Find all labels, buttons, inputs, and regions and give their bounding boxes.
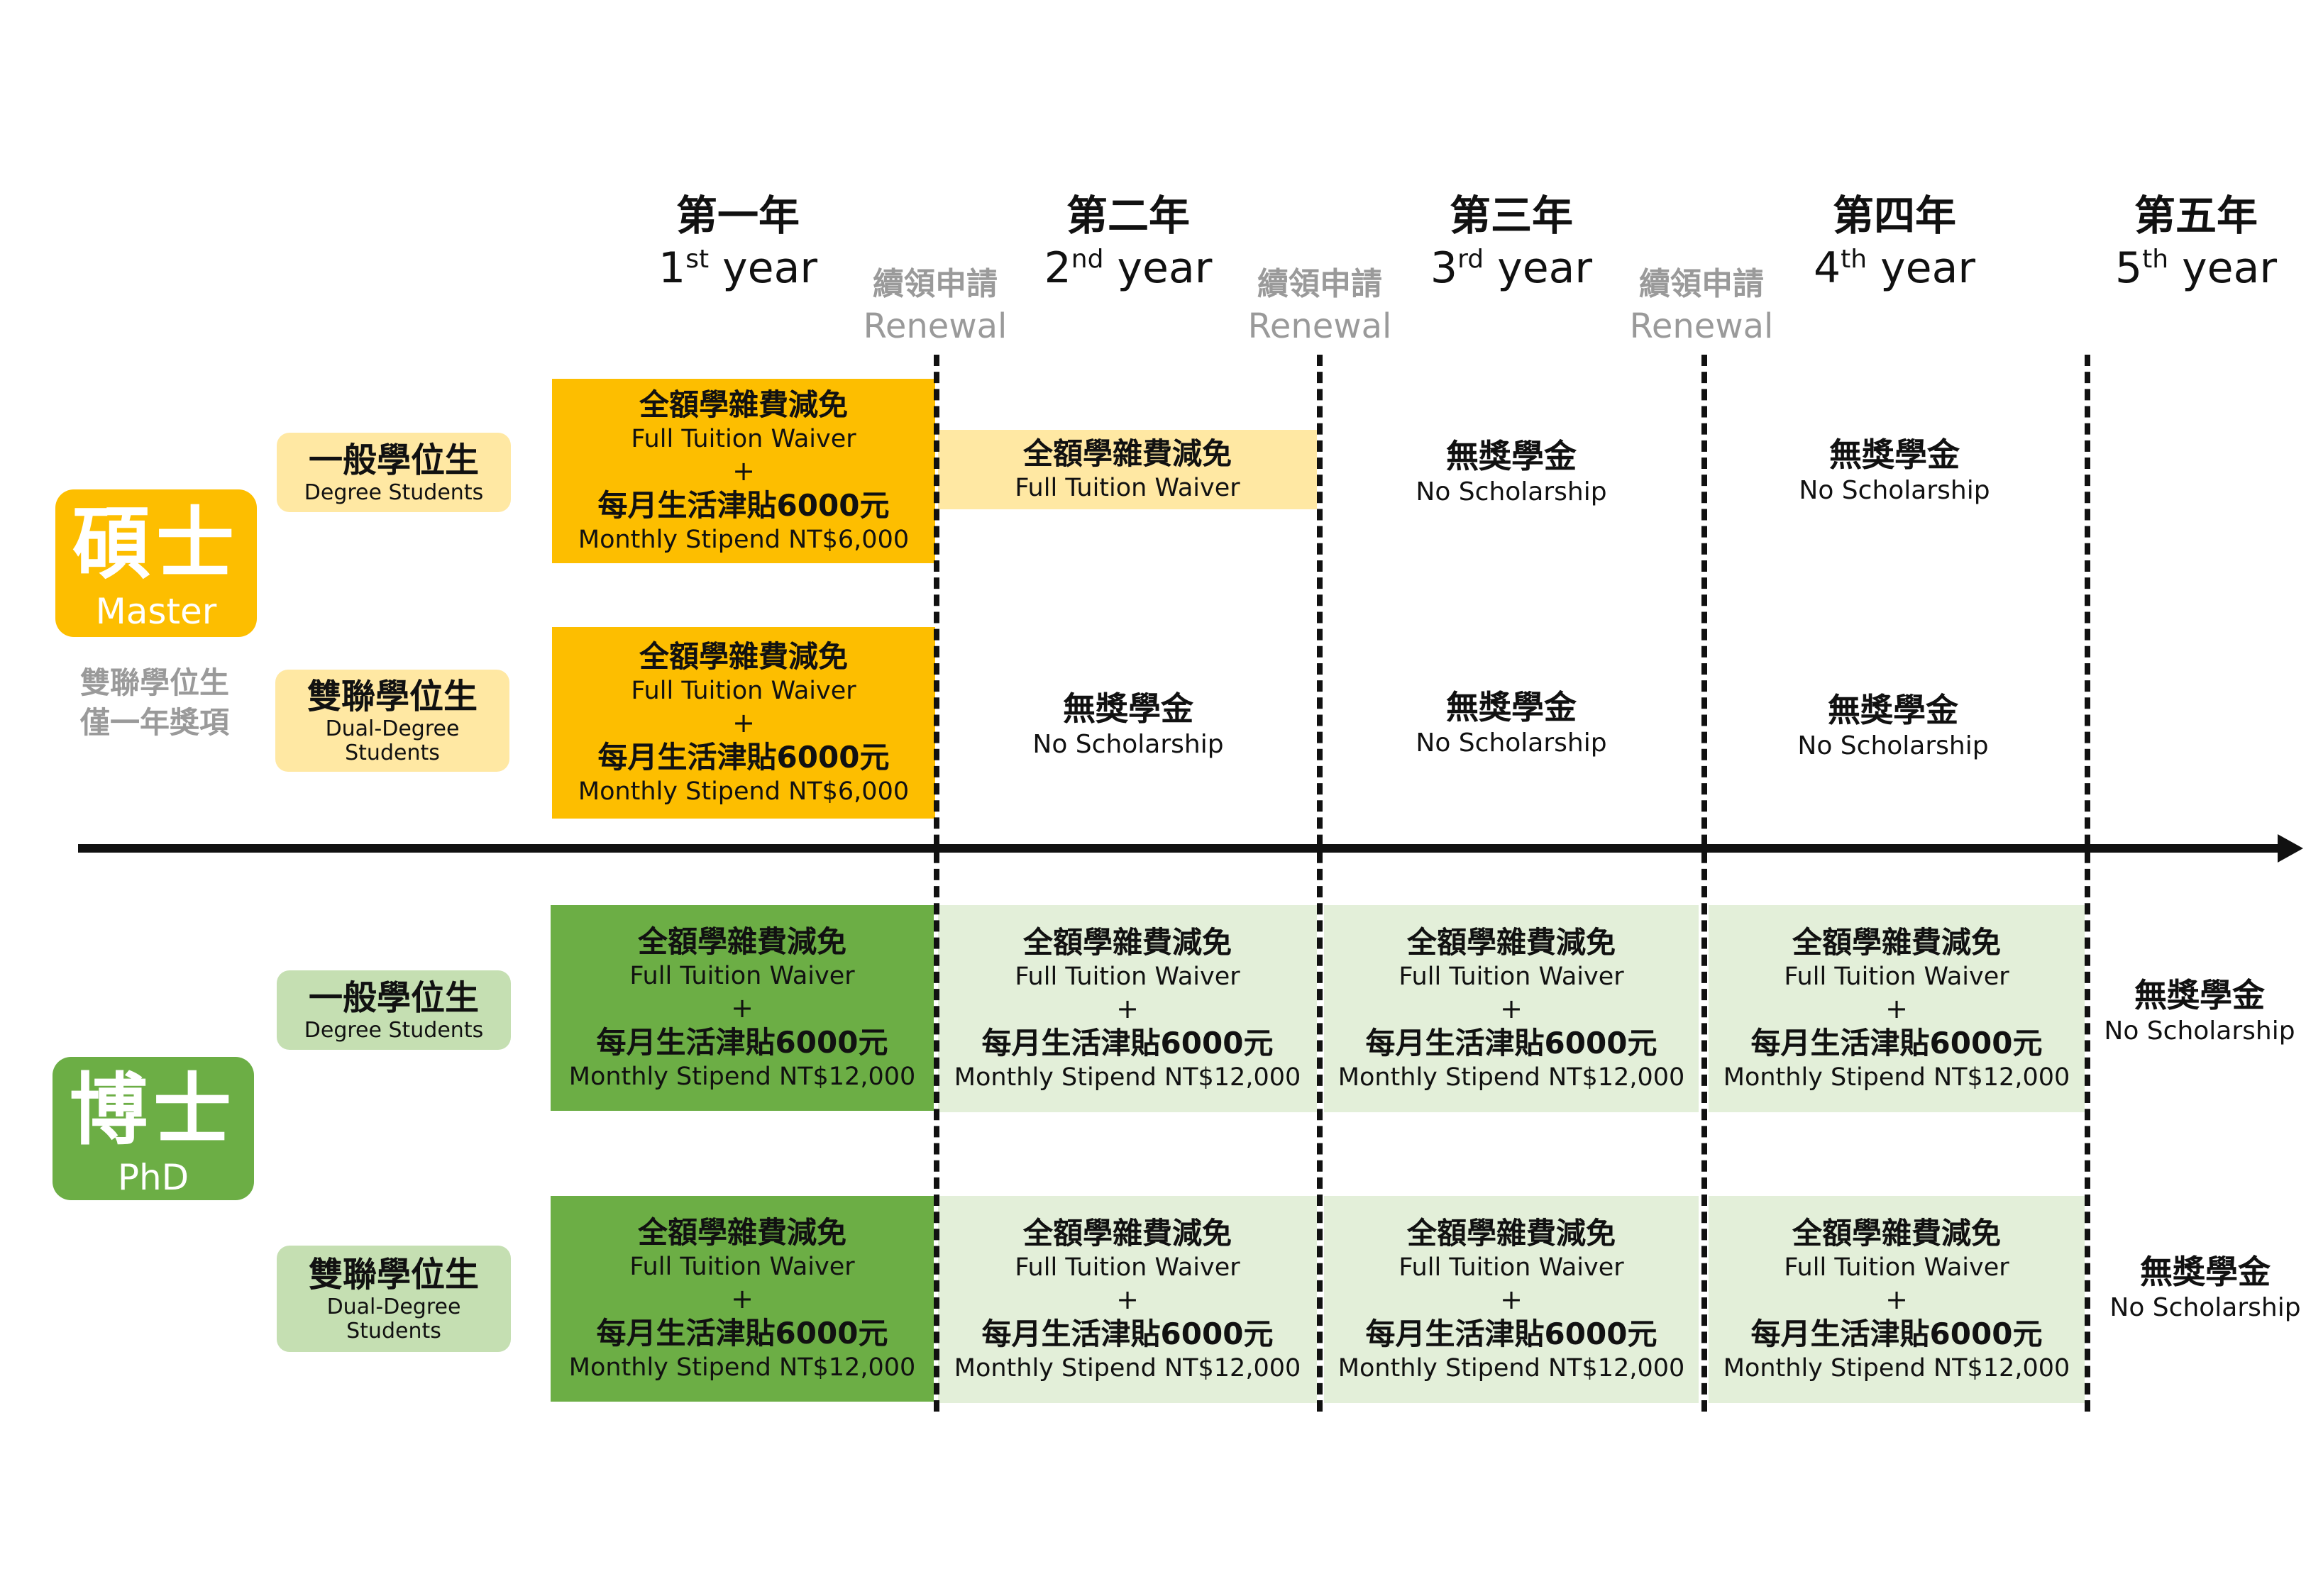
year-2-en: 2nd year	[1044, 243, 1213, 293]
master-dual-year2-none: 無獎學金 No Scholarship	[1032, 689, 1224, 759]
renewal-label-1: 續領申請 Renewal	[863, 266, 1008, 346]
year-boundary-2-3	[1317, 355, 1323, 1412]
timeline-axis	[78, 844, 2292, 853]
master-degree-year1-award: 全額學雜費減免 Full Tuition Waiver + 每月生活津貼6000…	[552, 379, 935, 563]
phd-dual-degree-label: 雙聯學位生 Dual-Degree Students	[277, 1246, 511, 1352]
year-1-en: 1st year	[658, 243, 817, 293]
phd-en: PhD	[117, 1157, 189, 1198]
phd-dual-year1-award: 全額學雜費減免 Full Tuition Waiver + 每月生活津貼6000…	[551, 1196, 934, 1402]
renewal-label-3: 續領申請 Renewal	[1629, 266, 1774, 346]
year-4-zh: 第四年	[1832, 192, 1956, 240]
master-dual-year1-award: 全額學雜費減免 Full Tuition Waiver + 每月生活津貼6000…	[552, 627, 935, 819]
year-4-header: 第四年 4th year	[1745, 190, 2043, 295]
renewal-label-2: 續領申請 Renewal	[1247, 266, 1392, 346]
year-boundary-4-5	[2085, 355, 2090, 1412]
phd-degree-year3-award: 全額學雜費減免 Full Tuition Waiver + 每月生活津貼6000…	[1324, 905, 1699, 1112]
year-3-en: 3rd year	[1430, 243, 1593, 293]
phd-degree-year1-award: 全額學雜費減免 Full Tuition Waiver + 每月生活津貼6000…	[551, 905, 934, 1111]
master-degree-year3-none: 無獎學金 No Scholarship	[1416, 437, 1607, 506]
phd-degree-year2-award: 全額學雜費減免 Full Tuition Waiver + 每月生活津貼6000…	[938, 905, 1317, 1112]
master-degree-students-label: 一般學位生 Degree Students	[277, 433, 511, 512]
year-2-zh: 第二年	[1066, 192, 1190, 240]
master-dual-degree-label: 雙聯學位生 Dual-Degree Students	[275, 670, 509, 772]
phd-dual-year2-award: 全額學雜費減免 Full Tuition Waiver + 每月生活津貼6000…	[938, 1196, 1317, 1403]
phd-dual-year3-award: 全額學雜費減免 Full Tuition Waiver + 每月生活津貼6000…	[1324, 1196, 1699, 1403]
year-boundary-1-2	[934, 355, 939, 1412]
master-dual-year4-none: 無獎學金 No Scholarship	[1797, 691, 1989, 760]
timeline-arrow-head-icon	[2278, 834, 2303, 863]
master-degree-year2-award: 全額學雜費減免 Full Tuition Waiver	[938, 430, 1317, 509]
year-4-en: 4th year	[1813, 243, 1976, 293]
master-zh: 碩士	[72, 499, 240, 589]
master-dual-year3-none: 無獎學金 No Scholarship	[1416, 688, 1607, 758]
phd-dual-year4-award: 全額學雜費減免 Full Tuition Waiver + 每月生活津貼6000…	[1709, 1196, 2085, 1403]
year-5-header: 第五年 5th year	[2047, 190, 2306, 295]
phd-degree-year5-none: 無獎學金 No Scholarship	[2104, 976, 2295, 1046]
phd-badge: 博士 PhD	[53, 1057, 254, 1200]
master-degree-year4-none: 無獎學金 No Scholarship	[1799, 436, 1990, 505]
year-boundary-3-4	[1701, 355, 1707, 1412]
year-2-header: 第二年 2nd year	[979, 190, 1277, 295]
year-5-zh: 第五年	[2134, 192, 2258, 240]
year-3-header: 第三年 3rd year	[1362, 190, 1660, 295]
year-1-header: 第一年 1st year	[589, 190, 887, 295]
master-badge: 碩士 Master	[55, 489, 257, 637]
year-1-zh: 第一年	[675, 192, 800, 240]
master-dual-note: 雙聯學位生 僅一年獎項	[79, 665, 229, 740]
phd-dual-year5-none: 無獎學金 No Scholarship	[2109, 1253, 2301, 1322]
phd-degree-students-label: 一般學位生 Degree Students	[277, 970, 511, 1050]
master-en: Master	[95, 591, 217, 632]
phd-zh: 博士	[70, 1065, 237, 1156]
phd-degree-year4-award: 全額學雜費減免 Full Tuition Waiver + 每月生活津貼6000…	[1709, 905, 2085, 1112]
year-3-zh: 第三年	[1449, 192, 1573, 240]
year-5-en: 5th year	[2114, 243, 2278, 293]
